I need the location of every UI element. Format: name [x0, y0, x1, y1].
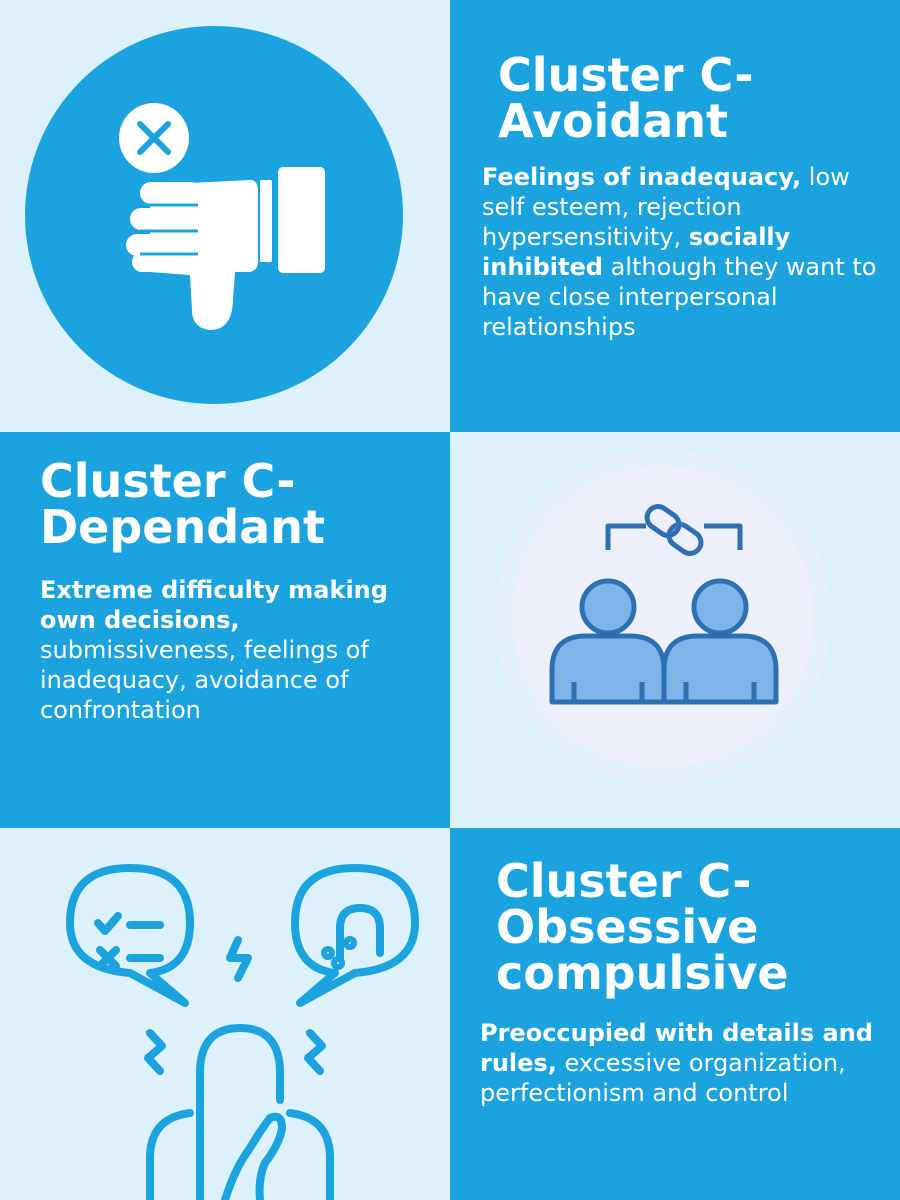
dependant-icon-panel — [450, 432, 900, 828]
anxious-person-icon — [66, 864, 419, 1200]
obsessive-text-panel: Cluster C- Obsessive compulsive Preoccup… — [450, 828, 900, 1200]
avoidant-description: Feelings of inadequacy, low self esteem,… — [482, 163, 877, 341]
obsessive-description: Preoccupied with details and rules, exce… — [480, 1019, 873, 1107]
avoidant-text-panel: Cluster C- Avoidant Feelings of inadequa… — [450, 0, 900, 432]
dependant-title: Cluster C- Dependant — [40, 454, 325, 554]
avoidant-icon-panel — [0, 0, 450, 432]
dependant-description: Extreme difficulty making own decisions,… — [40, 576, 388, 724]
obsessive-icon-panel — [0, 828, 450, 1200]
dependant-text-panel: Cluster C- Dependant Extreme difficulty … — [0, 432, 450, 828]
obsessive-title: Cluster C- Obsessive compulsive — [496, 854, 789, 1000]
linked-people-icon — [495, 449, 831, 785]
thumbs-down-icon — [25, 26, 403, 404]
avoidant-title: Cluster C- Avoidant — [498, 48, 754, 148]
